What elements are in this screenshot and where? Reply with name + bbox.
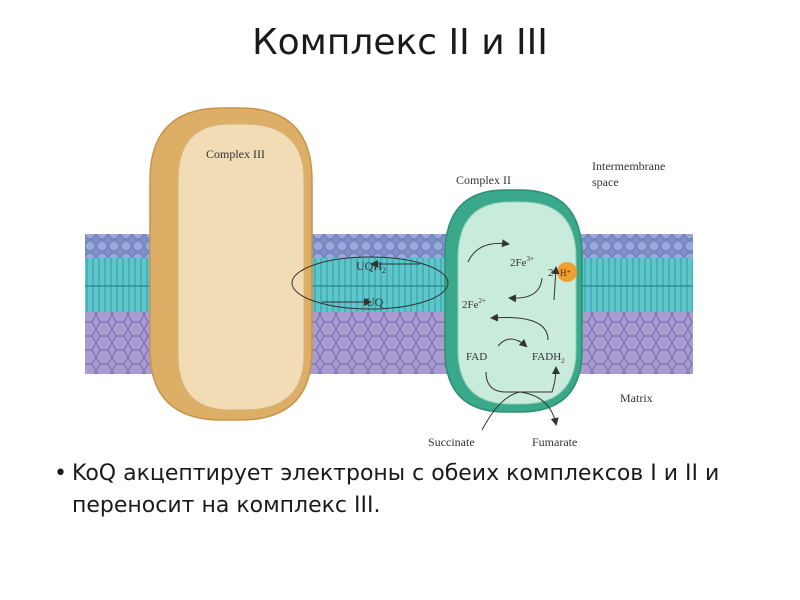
hplus-label: H⁺ [560,268,571,278]
fe2-label: 2Fe2+ [462,297,486,311]
slide-title: Комплекс II и III [252,22,548,63]
complex-iii: Complex III [149,107,313,421]
uqh2-label: UQH2 [356,259,386,275]
hplus-marker [557,262,577,282]
uq-label: UQ [366,295,384,309]
uq-cycle: UQH2 UQ [291,256,449,310]
complex-iii-label: Complex III [206,147,265,161]
fe3-label: 2Fe3+ [510,255,534,269]
complex-ii-label: Complex II [456,173,511,187]
complex-ii: Complex II [444,173,583,413]
succinate-label: Succinate [428,435,475,449]
fad-label: FAD [466,351,487,363]
matrix-label: Matrix [620,391,653,405]
bullet-item: • KoQ акцептирует электроны с обеих комп… [54,458,772,522]
fadh2-label: FADH2 [532,351,565,365]
complex-ii-reactions: 2Fe3+ 2Fe2+ 2 H⁺ FAD FADH2 [462,239,577,431]
bullet-text: KoQ акцептирует электроны с обеих компле… [72,461,720,518]
fumarate-label: Fumarate [532,435,577,449]
two-label: 2 [548,267,554,279]
intermembrane-label-2: space [592,175,619,189]
intermembrane-label-1: Intermembrane [592,159,665,173]
bullet-dot: • [54,461,67,486]
